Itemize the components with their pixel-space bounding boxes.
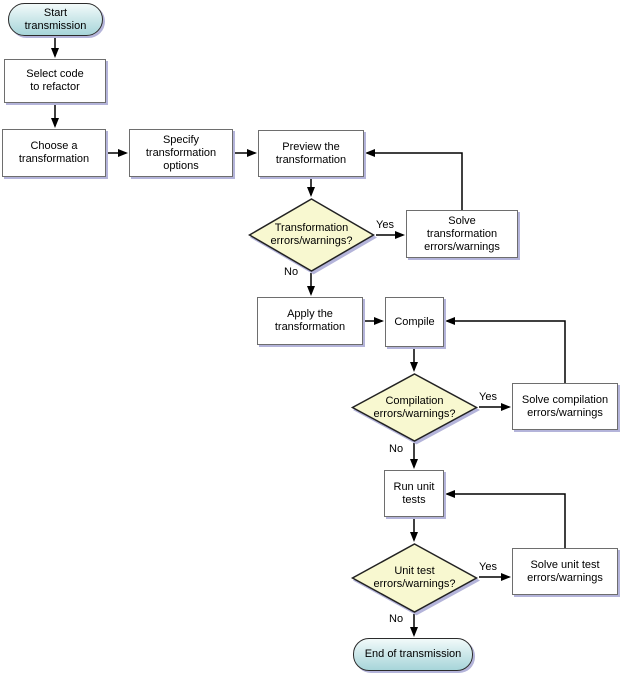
edge-solvet-feedback bbox=[365, 149, 463, 210]
node-preview-the-transformation: Preview the transformation bbox=[258, 130, 364, 177]
node-start-transmission: Start transmission bbox=[8, 3, 103, 36]
edge-label-transformation-no: No bbox=[284, 266, 299, 278]
node-solve-transformation-errors: Solve transformation errors/warnings bbox=[406, 210, 518, 258]
node-label: Solve unit test errors/warnings bbox=[527, 558, 603, 584]
node-label: Unit test errors/warnings? bbox=[373, 565, 456, 590]
edge-label-compilation-yes: Yes bbox=[479, 391, 497, 403]
node-label: Run unit tests bbox=[393, 480, 435, 506]
node-label: Compilation errors/warnings? bbox=[373, 394, 456, 420]
edge-label-unit-test-yes: Yes bbox=[479, 561, 497, 573]
diamond-shape bbox=[350, 373, 481, 445]
edge-solveu-feedback bbox=[445, 490, 566, 548]
node-choose-a-transformation: Choose a transformation bbox=[2, 129, 106, 177]
edge-label-unit-test-no: No bbox=[389, 613, 404, 625]
diamond-shape bbox=[350, 543, 481, 616]
node-label: Transformation errors/warnings? bbox=[270, 222, 353, 247]
diamond-shape bbox=[248, 198, 377, 275]
node-label: Preview the transformation bbox=[275, 140, 347, 166]
node-label: Start transmission bbox=[24, 6, 87, 32]
node-label: Compile bbox=[394, 315, 435, 328]
node-compile: Compile bbox=[385, 297, 444, 347]
node-run-unit-tests: Run unit tests bbox=[384, 470, 444, 517]
edge-label-compilation-no: No bbox=[389, 443, 404, 455]
node-transformation-errors-decision: Transformation errors/warnings? bbox=[248, 198, 377, 275]
edge-solvec-feedback bbox=[445, 317, 566, 383]
node-unit-test-errors-decision: Unit test errors/warnings? bbox=[350, 543, 481, 616]
node-label: Select code to refactor bbox=[26, 68, 84, 93]
node-label: Solve transformation errors/warnings bbox=[424, 214, 500, 253]
node-label: Choose a transformation bbox=[18, 140, 90, 165]
node-solve-compilation-errors: Solve compilation errors/warnings bbox=[512, 383, 618, 430]
node-end-of-transmission: End of transmission bbox=[353, 638, 473, 671]
node-label: Solve compilation errors/warnings bbox=[521, 393, 609, 419]
node-label: Apply the transformation bbox=[274, 308, 346, 333]
node-solve-unit-test-errors: Solve unit test errors/warnings bbox=[512, 548, 618, 595]
edge-label-transformation-yes: Yes bbox=[376, 219, 394, 231]
node-label: Specify transformation options bbox=[145, 133, 217, 172]
node-compilation-errors-decision: Compilation errors/warnings? bbox=[350, 373, 481, 445]
node-specify-transformation-options: Specify transformation options bbox=[129, 129, 233, 177]
node-label: End of transmission bbox=[364, 648, 462, 660]
node-select-code-to-refactor: Select code to refactor bbox=[4, 59, 106, 103]
node-apply-the-transformation: Apply the transformation bbox=[257, 297, 363, 345]
